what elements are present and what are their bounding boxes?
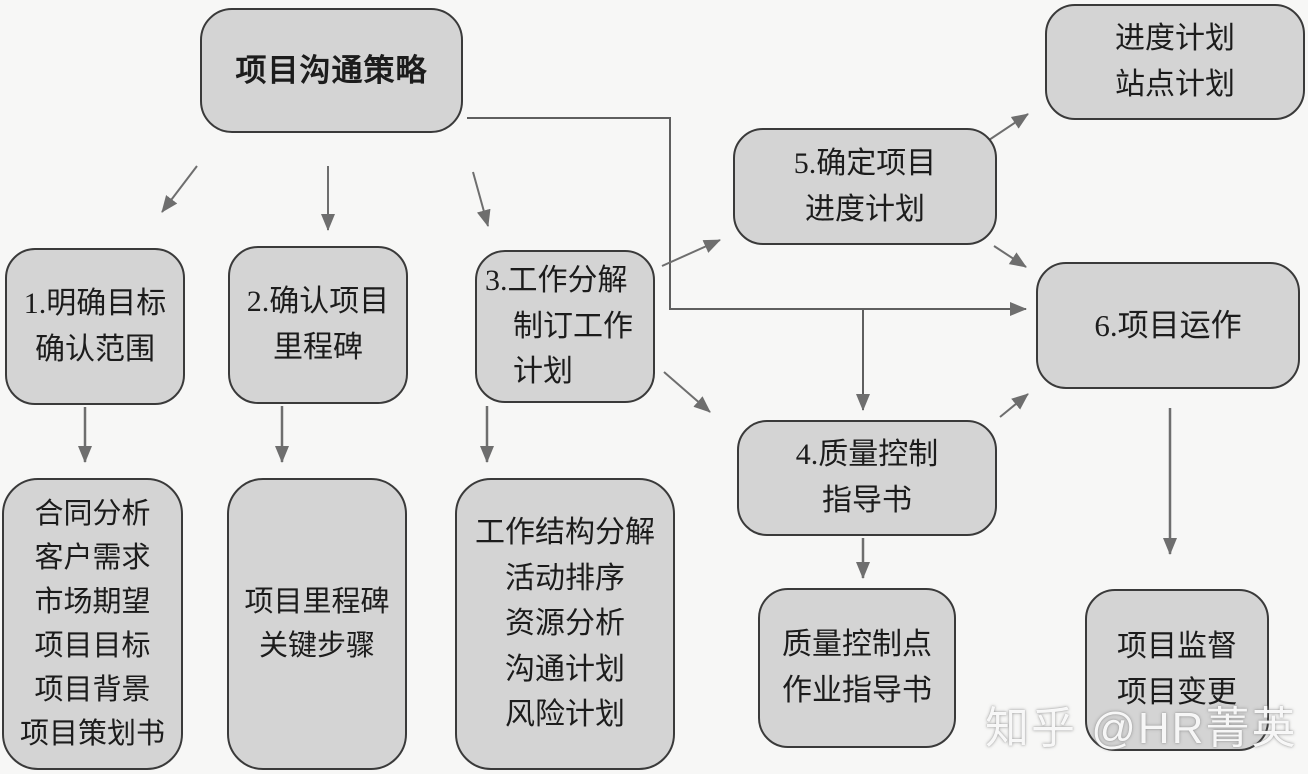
node-project-monitor-change: 项目监督 项目变更 (1085, 589, 1269, 751)
node-label: 关键步骤 (258, 630, 375, 662)
node-label: 项目里程碑 (244, 585, 390, 618)
node-step3-work-breakdown: 3.工作分解 制订工作 计划 (475, 250, 655, 403)
node-label: 资源分析 (505, 607, 625, 641)
node-project-communication-strategy: 项目沟通策略 (200, 8, 463, 133)
node-milestone-key-steps: 项目里程碑 关键步骤 (227, 478, 407, 770)
node-label: 确认范围 (35, 332, 155, 366)
node-label: 2.确认项目 (246, 285, 390, 319)
connector-step3-to-step5 (661, 239, 721, 267)
node-label: 活动排序 (505, 561, 625, 595)
node-label: 项目监督 (1117, 630, 1237, 664)
node-label: 进度计划 (1115, 22, 1235, 56)
connector-step4-to-step6 (999, 393, 1029, 418)
node-label: 项目目标 (34, 630, 151, 662)
node-quality-control-points: 质量控制点 作业指导书 (758, 588, 956, 748)
node-label: 1.明确目标 (23, 286, 167, 320)
connector-step5-to-step6 (993, 245, 1027, 268)
node-label: 制订工作 (513, 309, 633, 343)
node-work-structure-plans: 工作结构分解 活动排序 资源分析 沟通计划 风险计划 (455, 478, 675, 770)
connector-step3-to-step4 (663, 371, 711, 413)
node-label: 项目沟通策略 (235, 52, 428, 88)
node-label: 风险计划 (505, 698, 625, 732)
node-label: 客户需求 (34, 541, 151, 574)
node-label: 5.确定项目 (793, 146, 937, 180)
node-step4-quality-control: 4.质量控制 指导书 (737, 420, 997, 536)
node-step1-clarify-goals: 1.明确目标 确认范围 (5, 248, 185, 405)
node-label: 4.质量控制 (795, 438, 939, 472)
node-label: 指导书 (822, 484, 912, 517)
node-label: 质量控制点 (782, 628, 932, 662)
node-label: 作业指导书 (782, 674, 932, 707)
node-label: 合同分析 (34, 497, 151, 530)
node-step6-project-operation: 6.项目运作 (1036, 262, 1300, 389)
node-label: 项目背景 (34, 674, 151, 707)
node-label: 项目策划书 (19, 718, 165, 751)
node-label: 站点计划 (1115, 68, 1235, 101)
node-step2-confirm-milestone: 2.确认项目 里程碑 (228, 246, 408, 404)
node-label: 进度计划 (805, 192, 925, 226)
node-label: 市场期望 (34, 585, 151, 618)
node-label: 项目变更 (1117, 676, 1237, 709)
connector-strategy-to-step6 (467, 117, 1027, 316)
node-label: 3.工作分解 (485, 264, 628, 298)
node-label: 计划 (513, 355, 573, 389)
node-step5-schedule-plan: 5.确定项目 进度计划 (733, 128, 997, 245)
node-inputs-analysis: 合同分析 客户需求 市场期望 项目目标 项目背景 项目策划书 (2, 478, 183, 770)
node-label: 里程碑 (273, 331, 363, 364)
connector-step5-to-schedule (985, 113, 1029, 143)
node-label: 工作结构分解 (475, 516, 655, 550)
node-schedule-site-plan: 进度计划 站点计划 (1045, 4, 1305, 120)
node-label: 6.项目运作 (1094, 307, 1242, 343)
connector-strategy-to-step1 (161, 165, 198, 213)
node-label: 沟通计划 (505, 652, 625, 686)
watermark: 知乎 @HR菁英 (985, 704, 1298, 753)
connector-strategy-to-step3 (472, 171, 491, 227)
